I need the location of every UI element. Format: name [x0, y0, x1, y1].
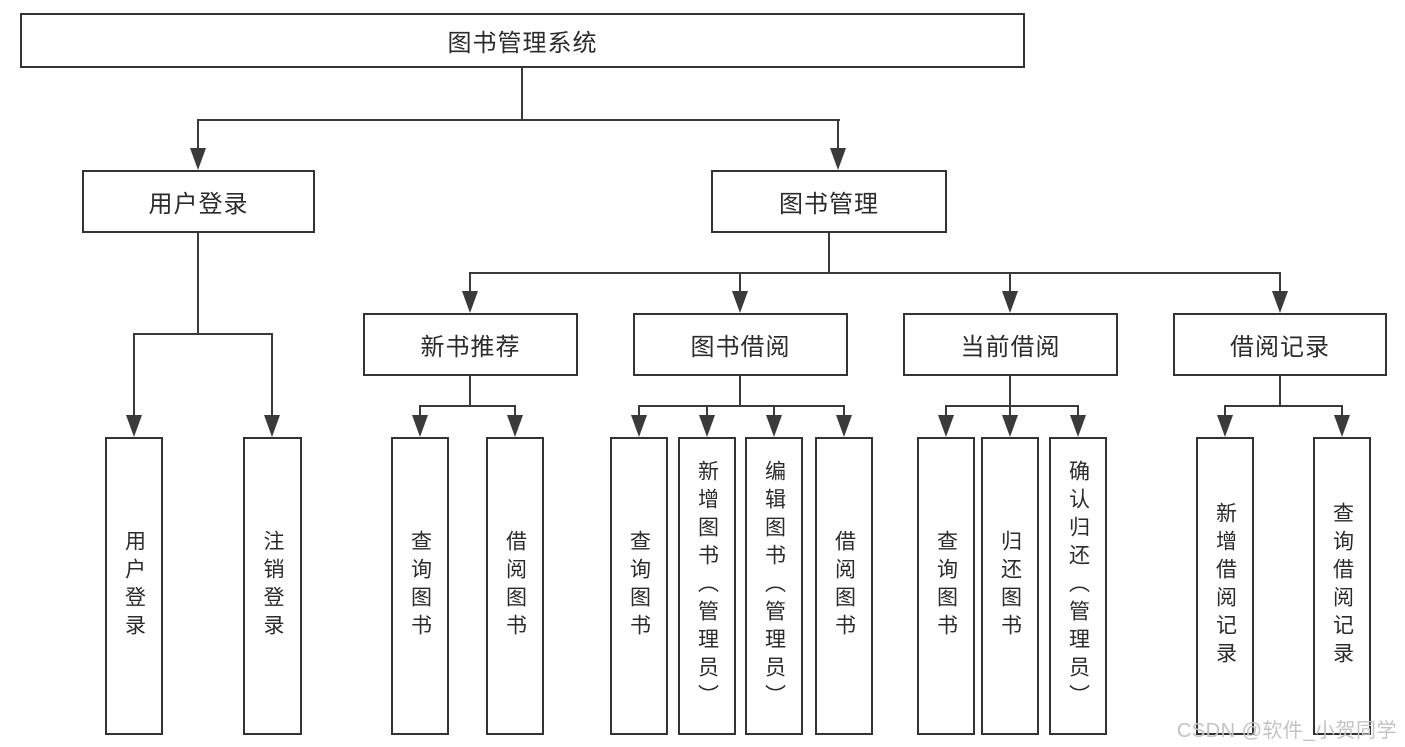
node-new-book-recommendation: 新书推荐	[363, 313, 578, 376]
connector-line	[514, 407, 516, 417]
leaf-label: 借阅图书	[503, 530, 527, 642]
connector-line	[1009, 407, 1011, 417]
leaf-label: 查询图书	[934, 530, 958, 642]
connector-line	[945, 405, 1079, 407]
connector-line	[419, 407, 421, 417]
leaf-label: 注销登录	[261, 530, 284, 642]
connector-line	[945, 407, 947, 417]
arrow-down-icon	[1070, 415, 1086, 437]
node-book-borrowing: 图书借阅	[633, 313, 848, 376]
leaf-edit-books-admin: 编辑图书（管理员）	[745, 437, 803, 735]
arrow-down-icon	[631, 415, 647, 437]
connector-line	[419, 405, 516, 407]
leaf-logout: 注销登录	[243, 437, 302, 735]
connector-line	[521, 68, 523, 121]
leaf-label: 查询图书	[408, 530, 432, 642]
leaf-label: 归还图书	[998, 530, 1022, 642]
connector-line	[1224, 405, 1343, 407]
connector-line	[828, 233, 830, 274]
connector-line	[469, 376, 471, 407]
leaf-add-borrow-record: 新增借阅记录	[1196, 437, 1254, 735]
connector-line	[469, 272, 1281, 274]
node-borrowing-records: 借阅记录	[1173, 313, 1387, 376]
leaf-label: 查询借阅记录	[1330, 502, 1354, 670]
arrow-down-icon	[732, 291, 748, 313]
connector-line	[739, 274, 741, 292]
connector-line	[837, 121, 839, 150]
connector-line	[843, 407, 845, 417]
leaf-query-books-recommend: 查询图书	[391, 437, 449, 735]
node-library-management-system: 图书管理系统	[20, 13, 1025, 68]
connector-line	[1009, 376, 1011, 407]
connector-line	[638, 407, 640, 417]
connector-line	[133, 333, 273, 335]
connector-line	[133, 335, 135, 416]
connector-line	[197, 119, 840, 121]
leaf-confirm-return-admin: 确认归还（管理员）	[1049, 437, 1107, 735]
connector-line	[469, 274, 471, 292]
watermark-text: CSDN @软件_小贺同学	[1176, 720, 1397, 742]
leaf-query-borrow-record: 查询借阅记录	[1313, 437, 1371, 735]
connector-line	[1224, 407, 1226, 417]
leaf-label: 用户登录	[122, 530, 146, 642]
connector-line	[1009, 274, 1011, 292]
connector-line	[773, 407, 775, 417]
arrow-down-icon	[190, 148, 206, 170]
leaf-label: 新增借阅记录	[1213, 502, 1237, 670]
arrow-down-icon	[462, 291, 478, 313]
leaf-query-books-borrowing: 查询图书	[610, 437, 668, 735]
arrow-down-icon	[507, 415, 523, 437]
leaf-label: 借阅图书	[832, 530, 856, 642]
arrow-down-icon	[412, 415, 428, 437]
arrow-down-icon	[126, 415, 142, 437]
connector-line	[739, 376, 741, 407]
leaf-label: 确认归还（管理员）	[1066, 460, 1090, 712]
arrow-down-icon	[766, 415, 782, 437]
connector-line	[706, 407, 708, 417]
connector-line	[1077, 407, 1079, 417]
arrow-down-icon	[1272, 291, 1288, 313]
connector-line	[271, 335, 273, 416]
leaf-borrow-books: 借阅图书	[815, 437, 873, 735]
arrow-down-icon	[1217, 415, 1233, 437]
node-user-login: 用户登录	[82, 170, 315, 233]
leaf-label: 查询图书	[627, 530, 651, 642]
leaf-label: 新增图书（管理员）	[695, 460, 719, 712]
arrow-down-icon	[1002, 415, 1018, 437]
connector-line	[197, 233, 199, 334]
arrow-down-icon	[938, 415, 954, 437]
leaf-query-books-current: 查询图书	[917, 437, 975, 735]
connector-line	[197, 121, 199, 150]
leaf-user-login: 用户登录	[105, 437, 163, 735]
arrow-down-icon	[830, 148, 846, 170]
arrow-down-icon	[699, 415, 715, 437]
node-book-management: 图书管理	[711, 170, 947, 233]
leaf-borrow-books-recommend: 借阅图书	[486, 437, 544, 735]
connector-line	[638, 405, 845, 407]
leaf-add-books-admin: 新增图书（管理员）	[678, 437, 736, 735]
arrow-down-icon	[1334, 415, 1350, 437]
connector-line	[1341, 407, 1343, 417]
arrow-down-icon	[836, 415, 852, 437]
connector-line	[1279, 376, 1281, 407]
arrow-down-icon	[264, 415, 280, 437]
arrow-down-icon	[1002, 291, 1018, 313]
node-current-borrowing: 当前借阅	[903, 313, 1118, 376]
connector-line	[1279, 274, 1281, 292]
leaf-label: 编辑图书（管理员）	[762, 460, 786, 712]
leaf-return-books: 归还图书	[981, 437, 1039, 735]
